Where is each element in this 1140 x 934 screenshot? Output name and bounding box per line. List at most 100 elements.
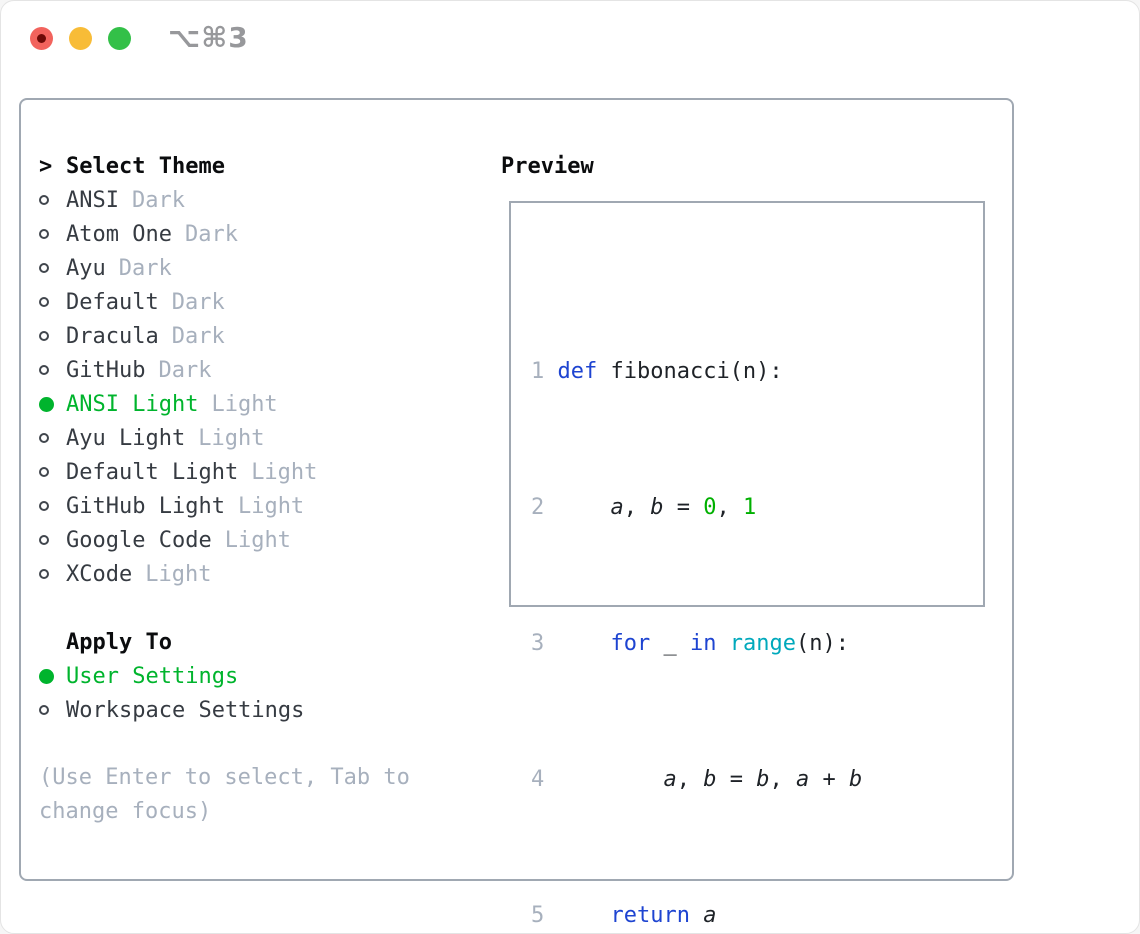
code-token: fibonacci(n):	[597, 359, 783, 384]
theme-name: ANSI Light	[66, 391, 199, 417]
apply-option-user-settings[interactable]: User Settings	[39, 659, 443, 693]
theme-option-github-dark[interactable]: GitHub Dark	[39, 353, 443, 387]
code-token: b	[848, 767, 863, 792]
theme-name: Ayu Light	[66, 425, 186, 451]
titlebar	[30, 27, 131, 50]
code-token: b	[650, 495, 664, 520]
code-token	[716, 631, 729, 656]
theme-option-ansi-dark[interactable]: ANSI Dark	[39, 183, 443, 217]
radio-unselected-icon	[39, 297, 66, 307]
radio-unselected-icon	[39, 195, 66, 205]
theme-variant: Dark	[131, 187, 185, 213]
radio-selected-icon	[39, 396, 66, 412]
theme-name: GitHub Light	[66, 493, 225, 519]
code-token: for	[610, 631, 651, 656]
code-token	[557, 903, 610, 928]
theme-list: > Select Theme ANSI Dark Atom One Dark A…	[39, 149, 443, 829]
apply-option-label: Workspace Settings	[66, 697, 305, 723]
window-shortcut-label: ⌥⌘3	[168, 21, 249, 54]
theme-option-xcode[interactable]: XCode Light	[39, 557, 443, 591]
theme-variant: Dark	[171, 289, 225, 315]
line-number: 1	[531, 359, 545, 384]
apply-option-label: User Settings	[66, 663, 239, 689]
theme-name: Default Light	[66, 459, 239, 485]
code-line: 5 return a	[531, 899, 983, 933]
code-token: ,	[769, 767, 796, 792]
close-button[interactable]	[30, 27, 53, 50]
theme-variant: Light	[198, 425, 265, 451]
theme-name: ANSI	[66, 187, 119, 213]
theme-option-default-light[interactable]: Default Light Light	[39, 455, 443, 489]
line-number: 2	[531, 495, 545, 520]
line-number: 3	[531, 631, 545, 656]
theme-variant: Light	[237, 493, 305, 519]
apply-to-title: Apply To	[66, 629, 172, 655]
line-number: 4	[531, 767, 545, 792]
code-token: a	[663, 767, 677, 792]
theme-option-atom-one-dark[interactable]: Atom One Dark	[39, 217, 443, 251]
code-token: a	[703, 903, 717, 928]
radio-unselected-icon	[39, 569, 66, 579]
radio-unselected-icon	[39, 535, 66, 545]
zoom-button[interactable]	[108, 27, 131, 50]
theme-option-ayu-dark[interactable]: Ayu Dark	[39, 251, 443, 285]
theme-name: Atom One	[66, 221, 172, 247]
apply-to-header: Apply To	[39, 625, 443, 659]
radio-unselected-icon	[39, 229, 66, 239]
code-token: a	[795, 767, 810, 792]
radio-unselected-icon	[39, 467, 66, 477]
theme-variant: Dark	[118, 255, 172, 281]
radio-selected-icon	[39, 668, 66, 684]
code-token	[557, 767, 663, 792]
theme-variant: Light	[251, 459, 318, 485]
code-token: (n):	[795, 631, 849, 656]
select-theme-title: Select Theme	[66, 153, 225, 179]
code-token	[557, 631, 610, 656]
theme-name: Dracula	[66, 323, 159, 349]
theme-name: Default	[66, 289, 159, 315]
spacer	[39, 727, 443, 761]
code-token	[557, 495, 610, 520]
code-token: range	[729, 631, 796, 656]
theme-option-dracula-dark[interactable]: Dracula Dark	[39, 319, 443, 353]
code-token: =	[716, 767, 757, 792]
radio-unselected-icon	[39, 365, 66, 375]
code-token: _	[650, 631, 690, 656]
code-token: b	[703, 767, 717, 792]
code-token: 0	[703, 495, 717, 520]
radio-unselected-icon	[39, 331, 66, 341]
help-text: (Use Enter to select, Tab to change focu…	[39, 765, 410, 824]
radio-unselected-icon	[39, 433, 66, 443]
code-token: ,	[676, 767, 704, 792]
spacer	[39, 591, 443, 625]
code-token: a	[610, 495, 624, 520]
theme-option-google-code[interactable]: Google Code Light	[39, 523, 443, 557]
theme-option-github-light[interactable]: GitHub Light Light	[39, 489, 443, 523]
theme-variant: Light	[211, 391, 278, 417]
code-token: =	[663, 495, 704, 520]
focus-prompt-icon: >	[39, 153, 53, 179]
theme-variant: Dark	[184, 221, 238, 247]
theme-option-ansi-light[interactable]: ANSI Light Light	[39, 387, 443, 421]
code-line: 3 for _ in range(n):	[531, 627, 983, 661]
preview-title: Preview	[501, 153, 594, 179]
radio-unselected-icon	[39, 501, 66, 511]
preview-box: 1 def fibonacci(n): 2 a, b = 0, 1 3 for _…	[509, 201, 985, 928]
apply-option-workspace-settings[interactable]: Workspace Settings	[39, 693, 443, 727]
select-theme-header: > Select Theme	[39, 149, 443, 183]
code-line: 2 a, b = 0, 1	[531, 491, 983, 525]
radio-unselected-icon	[39, 263, 66, 273]
code-token: 1	[742, 495, 757, 520]
minimize-button[interactable]	[69, 27, 92, 50]
code-token: ,	[716, 495, 743, 520]
code-line: 1 def fibonacci(n):	[531, 355, 983, 389]
theme-name: Ayu	[66, 255, 106, 281]
code-token: in	[689, 631, 717, 656]
theme-option-ayu-light[interactable]: Ayu Light Light	[39, 421, 443, 455]
radio-unselected-icon	[39, 705, 66, 715]
theme-name: Google Code	[66, 527, 212, 553]
code-token: def	[557, 359, 598, 384]
code-preview: 1 def fibonacci(n): 2 a, b = 0, 1 3 for _…	[511, 203, 983, 933]
theme-option-default-dark[interactable]: Default Dark	[39, 285, 443, 319]
